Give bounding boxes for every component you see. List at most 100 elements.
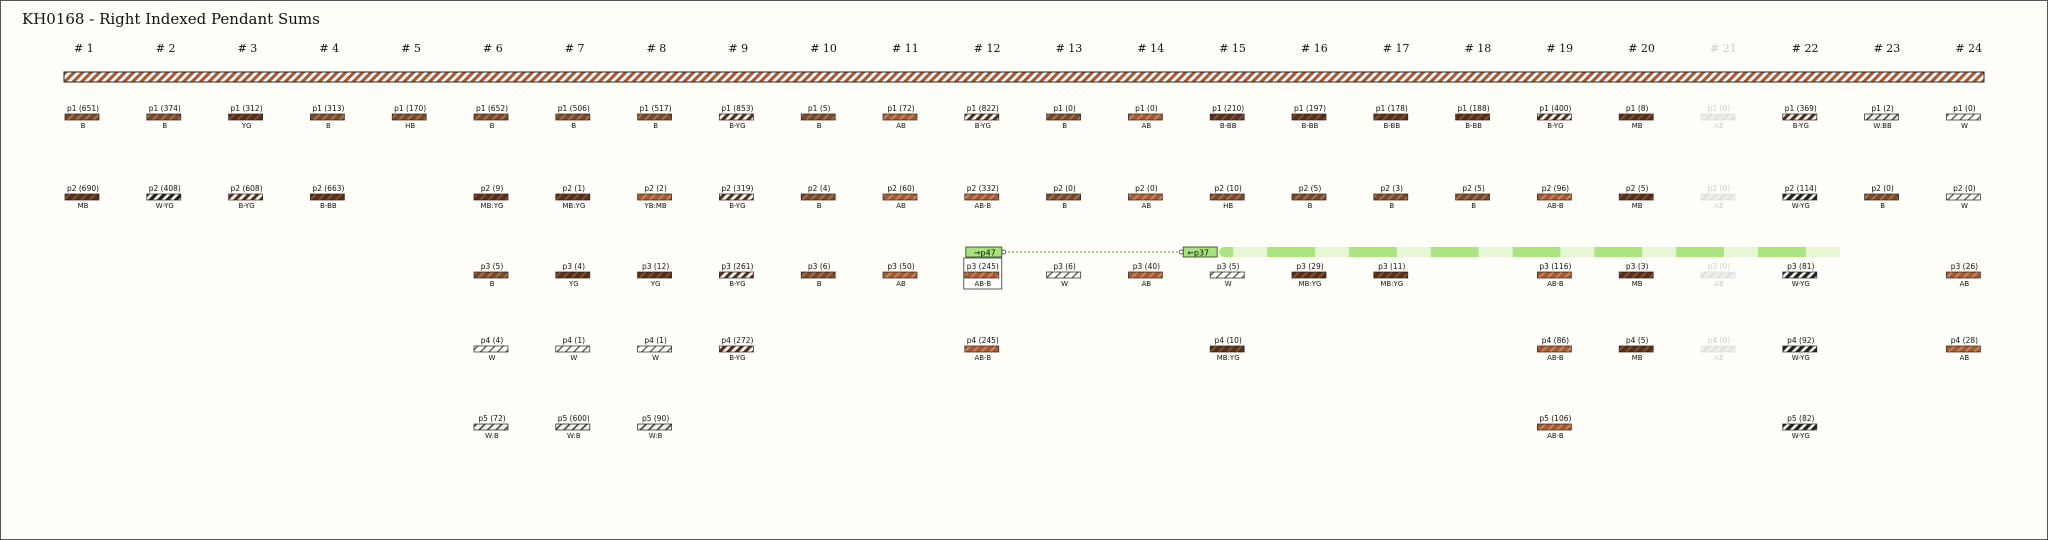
pendant[interactable]: p5 (82)W-YG (1782, 414, 1818, 440)
pendant[interactable]: p1 (400)B-YG (1537, 104, 1572, 130)
cord-label: # 24 (1955, 42, 1982, 55)
pendant[interactable]: p5 (72)W:B (473, 414, 509, 440)
pendant[interactable]: p2 (0)AB (1700, 184, 1736, 210)
pendant[interactable]: p1 (0)B (1046, 104, 1081, 130)
pendant[interactable]: p5 (106)AB-B (1537, 414, 1572, 440)
pendant-sum-label: p1 (178) (1376, 104, 1408, 113)
pendant[interactable]: p3 (261)B-YG (719, 262, 754, 288)
pendant[interactable]: p1 (313)B (310, 104, 345, 130)
pendant[interactable]: p1 (853)B-YG (719, 104, 754, 130)
pendant[interactable]: p1 (5)B (800, 104, 836, 130)
pendant[interactable]: p3 (4)YG (555, 262, 591, 288)
pendant[interactable]: p3 (5)B (473, 262, 509, 288)
pendant[interactable]: p2 (5)B (1291, 184, 1327, 210)
pendant-cord-swatch (800, 193, 836, 201)
pendant-sum-label: p2 (0) (1053, 184, 1076, 193)
pendant[interactable]: p3 (6)W (1046, 262, 1081, 288)
pendant[interactable]: p2 (319)B-YG (719, 184, 754, 210)
pendant-cord-swatch (1128, 193, 1163, 201)
pendant-color-label: B (571, 122, 576, 130)
pendant[interactable]: p2 (0)AB (1128, 184, 1163, 210)
pendant[interactable]: p3 (12)YG (637, 262, 672, 288)
pendant[interactable]: p3 (40)AB (1128, 262, 1163, 288)
pendant[interactable]: p1 (506)B (555, 104, 591, 130)
pendant-color-label: B (1471, 202, 1476, 210)
pendant[interactable]: p1 (517)B (637, 104, 672, 130)
pendant[interactable]: p2 (0)B (1864, 184, 1899, 210)
pendant[interactable]: p4 (28)AB (1946, 336, 1981, 362)
pendant[interactable]: p4 (1)W (637, 336, 672, 362)
pendant[interactable]: p2 (1)MB:YG (555, 184, 591, 210)
pendant-sum-label: p1 (853) (721, 104, 753, 113)
cord-label: # 8 (647, 42, 667, 55)
pendant[interactable]: p2 (332)AB-B (964, 184, 1000, 210)
pendant[interactable]: p4 (0)AB (1700, 336, 1736, 362)
cord-label: # 1 (74, 42, 94, 55)
pendant[interactable]: p2 (3)B (1373, 184, 1409, 210)
pendant[interactable]: p2 (5)B (1455, 184, 1490, 210)
pendant[interactable]: p1 (197)B-BB (1291, 104, 1327, 130)
pendant[interactable]: p3 (29)MB:YG (1291, 262, 1327, 288)
pendant[interactable]: p2 (408)W-YG (146, 184, 182, 210)
pendant[interactable]: p1 (651)B (64, 104, 100, 130)
pendant[interactable]: p4 (10)MB:YG (1209, 336, 1245, 362)
pendant-cord-swatch (473, 345, 509, 353)
pendant[interactable]: p1 (312)YG (228, 104, 263, 130)
pendant[interactable]: p5 (90)W:B (637, 414, 672, 440)
pendant[interactable]: p2 (663)B-BB (310, 184, 345, 210)
pendant[interactable]: p2 (10)HB (1209, 184, 1245, 210)
pendant[interactable]: p2 (60)AB (882, 184, 918, 210)
pendant[interactable]: p3 (50)AB (882, 262, 918, 288)
pendant[interactable]: p3 (3)MB (1618, 262, 1654, 288)
pendant[interactable]: p3 (116)AB-B (1537, 262, 1572, 288)
pendant[interactable]: p3 (81)W-YG (1782, 262, 1818, 288)
pendant-sum-label: p1 (210) (1212, 104, 1244, 113)
pendant[interactable]: p5 (600)W:B (555, 414, 591, 440)
pendant[interactable]: p2 (114)W-YG (1782, 184, 1818, 210)
pendant[interactable]: p3 (5)W (1209, 262, 1245, 288)
pendant-sum-label: p2 (2) (644, 184, 667, 193)
pendant[interactable]: p3 (26)AB (1946, 262, 1981, 288)
pendant[interactable]: p1 (8)MB (1618, 104, 1654, 130)
pendant[interactable]: p2 (690)MB (64, 184, 100, 210)
pendant[interactable]: p1 (369)B-YG (1782, 104, 1818, 130)
pendant[interactable]: p4 (86)AB-B (1537, 336, 1572, 362)
pendant[interactable]: p2 (608)B-YG (228, 184, 263, 210)
pendant[interactable]: p1 (178)B-BB (1373, 104, 1409, 130)
pendant[interactable]: p1 (0)W (1946, 104, 1981, 130)
pendant[interactable]: p3 (0)AB (1700, 262, 1736, 288)
pendant[interactable]: p2 (96)AB-B (1537, 184, 1572, 210)
pendant[interactable]: p2 (9)MB:YG (473, 184, 509, 210)
pendant[interactable]: p4 (5)MB (1618, 336, 1654, 362)
pendant[interactable]: p1 (0)AB (1700, 104, 1736, 130)
pendant[interactable]: p1 (652)B (473, 104, 509, 130)
link-from-label: →p47 (974, 249, 996, 258)
pendant[interactable]: p1 (0)AB (1128, 104, 1163, 130)
pendant[interactable]: p4 (92)W-YG (1782, 336, 1818, 362)
pendant[interactable]: p2 (4)B (800, 184, 836, 210)
pendant[interactable]: p1 (374)B (146, 104, 182, 130)
pendant[interactable]: p4 (245)AB-B (964, 336, 1000, 362)
pendant-sum-label: p1 (652) (476, 104, 508, 113)
pendant-color-label: W:B (649, 432, 663, 440)
pendant-color-label: AB-B (974, 280, 991, 288)
pendant[interactable]: p2 (2)YB:MB (637, 184, 672, 210)
pendant[interactable]: p1 (72)AB (882, 104, 918, 130)
pendant[interactable]: p3 (11)MB:YG (1373, 262, 1409, 288)
pendant[interactable]: p1 (188)B-BB (1455, 104, 1490, 130)
pendant[interactable]: p1 (170)HB (391, 104, 427, 130)
pendant[interactable]: p3 (245)AB-B (963, 257, 1003, 290)
pendant[interactable]: p4 (4)W (473, 336, 509, 362)
pendant-color-label: YG (241, 122, 252, 130)
pendant[interactable]: p4 (272)B-YG (719, 336, 754, 362)
pendant[interactable]: p1 (210)B-BB (1209, 104, 1245, 130)
pendant[interactable]: p2 (0)W (1946, 184, 1981, 210)
pendant[interactable]: p4 (1)W (555, 336, 591, 362)
pendant[interactable]: p3 (6)B (800, 262, 836, 288)
pendant-cord-swatch (1537, 345, 1572, 353)
pendant[interactable]: p1 (2)W:BB (1864, 104, 1899, 130)
link-trail-segment (1805, 247, 1840, 257)
pendant[interactable]: p2 (0)B (1046, 184, 1081, 210)
pendant[interactable]: p2 (5)MB (1618, 184, 1654, 210)
pendant[interactable]: p1 (822)B-YG (964, 104, 1000, 130)
